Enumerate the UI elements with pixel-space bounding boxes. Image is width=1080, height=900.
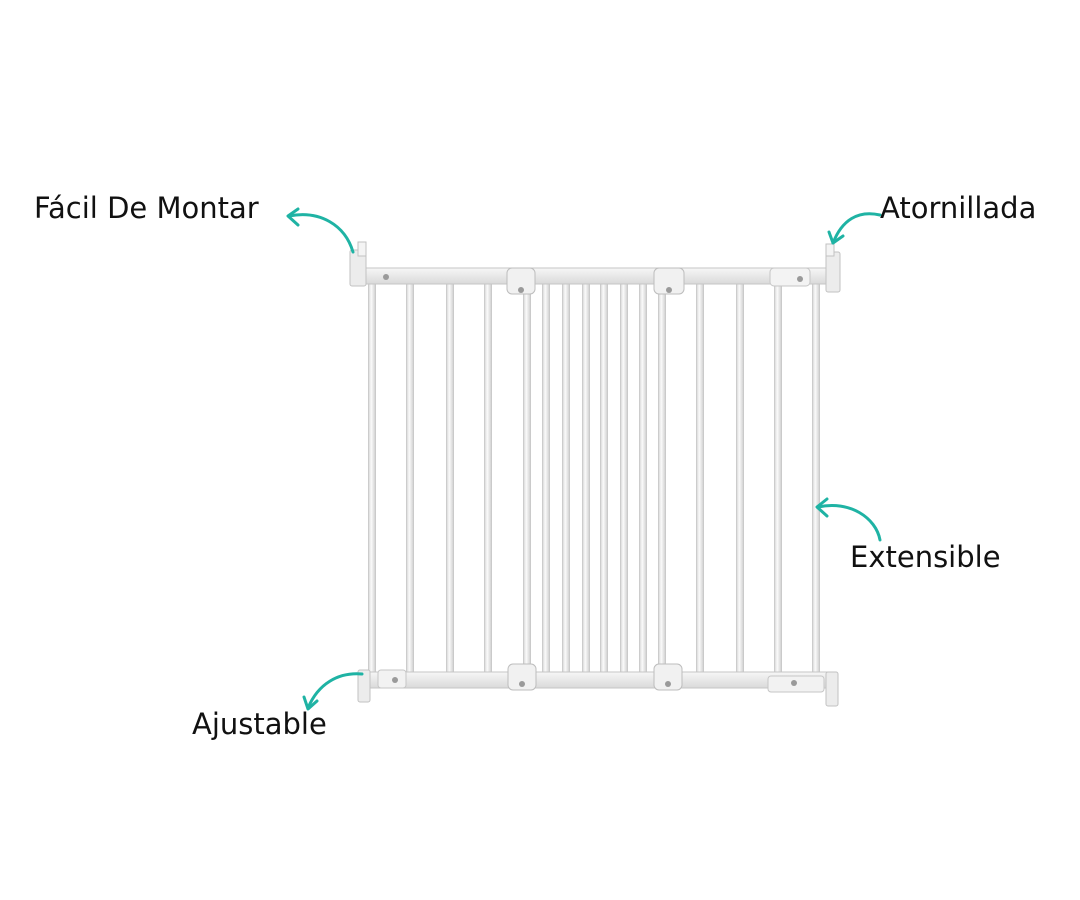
gate-bar (542, 279, 550, 679)
hinge-bottom-right (653, 663, 683, 691)
gate-bar (658, 279, 666, 679)
wall-bracket-bottom-left (357, 669, 407, 703)
wall-bracket-bottom-right (767, 671, 839, 707)
label-extendable: Extensible (850, 540, 1001, 574)
gate-bar (696, 279, 704, 679)
wall-bracket-top-left (349, 241, 367, 287)
gate-bar (639, 279, 647, 679)
gate-bar (812, 279, 820, 679)
gate-bar (484, 279, 492, 679)
baby-gate-image (349, 241, 841, 707)
gate-bar (736, 279, 744, 679)
gate-bar (582, 279, 590, 679)
hinge-top-left (506, 267, 536, 295)
top-rail (361, 267, 831, 285)
label-screwed: Atornillada (880, 191, 1037, 225)
hinge-bottom-left (507, 663, 537, 691)
curved-arrow-icon (302, 672, 364, 711)
label-adjustable: Ajustable (192, 707, 327, 741)
gate-bar (774, 279, 782, 679)
gate-bars (368, 279, 820, 679)
curved-arrow-icon (815, 497, 882, 542)
bottom-rail (361, 671, 833, 689)
gate-bar (368, 279, 376, 679)
curved-arrow-icon (286, 207, 355, 254)
hinge-top-right (653, 267, 685, 295)
gate-bar (562, 279, 570, 679)
screws (383, 274, 803, 687)
wall-bracket-top-right (769, 243, 841, 293)
gate-bar (600, 279, 608, 679)
label-easy-mount: Fácil De Montar (34, 191, 259, 225)
gate-bar (446, 279, 454, 679)
gate-bar (406, 279, 414, 679)
gate-bar (620, 279, 628, 679)
gate-bar (523, 279, 531, 679)
curved-arrow-icon (827, 212, 882, 245)
